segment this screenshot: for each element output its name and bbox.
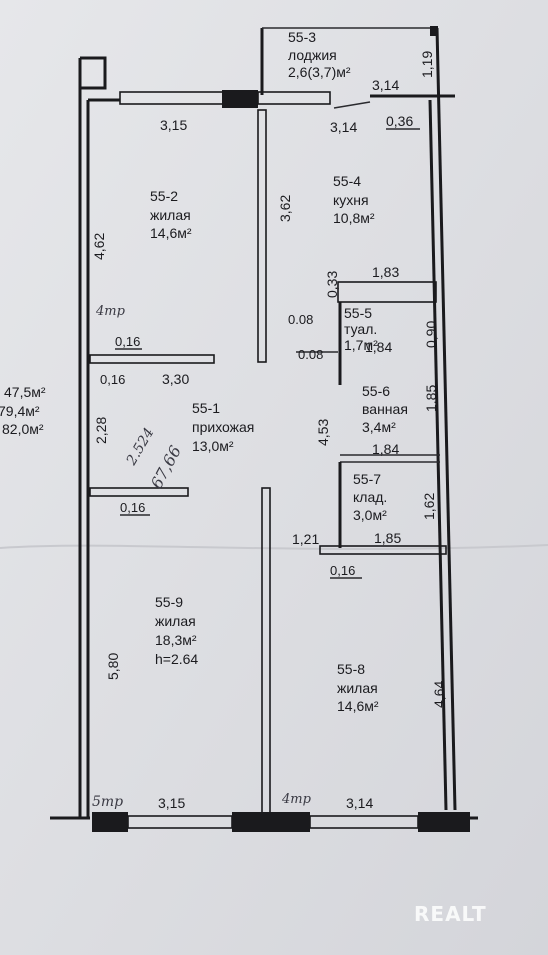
dim-1-84-a: 1,84: [365, 339, 392, 355]
room-55-1-name: прихожая: [192, 419, 254, 435]
room-55-5-area: 1,7м²: [344, 337, 378, 353]
total-area-common: 79,4м²: [0, 403, 40, 419]
dim-1-62: 1,62: [421, 493, 437, 520]
room-55-2-area: 14,6м²: [150, 225, 192, 241]
handwritten-note-4: 5тр: [92, 794, 123, 810]
handwritten-note-5: 4тр: [281, 792, 312, 807]
total-areas: 47,5м² 79,4м² 82,0м²: [0, 384, 46, 437]
window-top-mid: [257, 91, 331, 105]
dim-4-62: 4,62: [91, 233, 107, 260]
dim-3-14-loggia: 3,14: [372, 77, 399, 93]
room-55-3-name: лоджия: [288, 47, 337, 63]
handwritten-note-1: 4тр: [95, 304, 126, 319]
dim-0-08-a: 0.08: [288, 312, 313, 327]
room-55-9-id: 55-9: [155, 594, 183, 610]
top-left-pier: [80, 56, 107, 90]
realt-watermark: REALT: [414, 902, 487, 926]
partition-kitchen-wc: [337, 281, 437, 303]
walls: [50, 26, 478, 832]
partition-551-559: [89, 487, 189, 497]
dim-0-16-a: 0,16: [115, 334, 140, 349]
dim-0-16-d: 0,16: [330, 563, 355, 578]
dim-3-15-top: 3,15: [160, 117, 187, 133]
dim-0-16-b: 0,16: [100, 372, 125, 387]
room-55-8-name: жилая: [337, 680, 378, 696]
room-55-3-area: 2,6(3,7)м²: [288, 64, 351, 80]
outer-right-wall: [435, 27, 457, 811]
room-55-4-area: 10,8м²: [333, 210, 375, 226]
dim-1-85: 1,85: [374, 530, 401, 546]
dim-3-15-bottom: 3,15: [158, 795, 185, 811]
dim-2-28: 2,28: [93, 417, 109, 444]
room-55-9-name: жилая: [155, 613, 196, 629]
room-55-6-area: 3,4м²: [362, 419, 396, 435]
room-55-8-area: 14,6м²: [337, 698, 379, 714]
dim-1-21: 1,21: [292, 531, 319, 547]
balcony-door-swing: [333, 101, 371, 109]
dim-0-90: 0,90: [423, 321, 439, 348]
dim-0-16-c: 0,16: [120, 500, 145, 515]
dim-5-80: 5,80: [105, 653, 121, 680]
room-55-7-area: 3,0м²: [353, 507, 387, 523]
dimension-labels: 1,19 3,14 3,15 3,14 0,36 3,62 4,62 0,33 …: [91, 51, 447, 811]
dim-0-08-b: 0.08: [298, 347, 323, 362]
pier-top-mid: [222, 90, 258, 108]
pier-bottom-right: [418, 812, 470, 832]
room-55-4-id: 55-4: [333, 173, 361, 189]
room-55-5-name: туал.: [344, 321, 377, 337]
room-55-5-id: 55-5: [344, 305, 372, 321]
dim-0-33: 0,33: [324, 271, 340, 298]
dim-0-36: 0,36: [386, 113, 413, 129]
room-55-7-id: 55-7: [353, 471, 381, 487]
dim-1-19: 1,19: [419, 51, 435, 78]
dim-3-14-top: 3,14: [330, 119, 357, 135]
room-55-1-id: 55-1: [192, 400, 220, 416]
room-55-2-id: 55-2: [150, 188, 178, 204]
room-55-9-area: 18,3м²: [155, 632, 197, 648]
dim-1-84-b: 1,84: [372, 441, 399, 457]
room-55-6-name: ванная: [362, 401, 408, 417]
pier-bottom-left: [92, 812, 128, 832]
room-55-9-height: h=2.64: [155, 651, 198, 667]
room-55-7-name: клад.: [353, 489, 387, 505]
partition-552-551: [89, 354, 215, 364]
room-55-2-name: жилая: [150, 207, 191, 223]
room-55-3-id: 55-3: [288, 29, 316, 45]
room-55-8-id: 55-8: [337, 661, 365, 677]
dim-1-83: 1,83: [372, 264, 399, 280]
dim-1-85-side: 1,85: [423, 385, 439, 412]
room-labels: 55-3 лоджия 2,6(3,7)м² 55-2 жилая 14,6м²…: [150, 29, 408, 714]
room-55-4-name: кухня: [333, 192, 369, 208]
total-area-living: 47,5м²: [4, 384, 46, 400]
pier-bottom-mid: [232, 812, 310, 832]
loggia-corner: [430, 26, 438, 36]
dim-3-14-bottom: 3,14: [346, 795, 373, 811]
partition-closet-558: [319, 545, 447, 555]
partition-center-top: [257, 109, 267, 363]
room-55-6-id: 55-6: [362, 383, 390, 399]
dim-3-30: 3,30: [162, 371, 189, 387]
dim-3-62: 3,62: [277, 195, 293, 222]
dim-4-53: 4,53: [315, 419, 331, 446]
room-55-1-area: 13,0м²: [192, 438, 234, 454]
dim-4-64: 4,64: [431, 681, 447, 708]
total-area-full: 82,0м²: [2, 421, 44, 437]
